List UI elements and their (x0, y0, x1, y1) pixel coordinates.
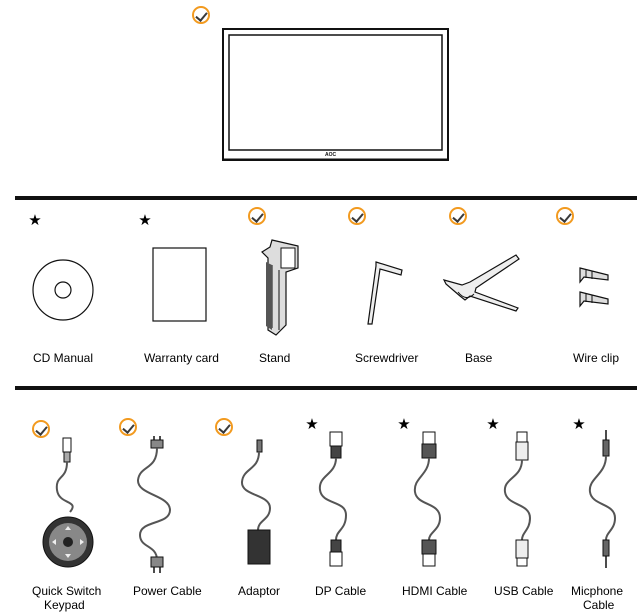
power-cable-icon (136, 436, 172, 573)
power-cable-label: Power Cable (133, 584, 202, 598)
usb-cable-icon (503, 431, 532, 567)
adaptor-check-icon (215, 418, 233, 436)
micphone-cable-star-icon: ★ (572, 416, 586, 433)
section-divider-1 (15, 196, 637, 200)
usb-cable-star-icon: ★ (486, 416, 500, 433)
dp-cable-star-icon: ★ (305, 416, 319, 433)
quick-switch-keypad-icon (42, 437, 94, 568)
base-icon (442, 254, 520, 312)
micphone-cable-icon (588, 430, 617, 568)
monitor-logo: AOC (325, 152, 337, 158)
warranty-card-star-icon: ★ (138, 212, 152, 229)
cd-manual-star-icon: ★ (28, 212, 42, 229)
hdmi-cable-label: HDMI Cable (402, 584, 468, 598)
stand-label: Stand (259, 351, 291, 365)
quick-switch-keypad-label-2: Keypad (44, 598, 85, 612)
cd-manual-label: CD Manual (33, 351, 94, 365)
wire-clip-label: Wire clip (573, 351, 620, 365)
quick-switch-keypad-check-icon (32, 420, 50, 438)
wire-clip-check-icon (556, 207, 574, 225)
quick-switch-keypad-label: Quick Switch (32, 584, 102, 598)
stand-check-icon (248, 207, 266, 225)
base-check-icon (449, 207, 467, 225)
usb-cable-label: USB Cable (494, 584, 554, 598)
monitor-included-check-icon (192, 6, 210, 24)
dp-cable-label: DP Cable (315, 584, 367, 598)
hdmi-cable-star-icon: ★ (397, 416, 411, 433)
monitor-illustration (222, 28, 449, 161)
warranty-card-label: Warranty card (144, 351, 219, 365)
dp-cable-icon (318, 431, 348, 567)
section-divider-2 (15, 386, 637, 390)
hdmi-cable-icon (413, 431, 442, 567)
screwdriver-check-icon (348, 207, 366, 225)
adaptor-icon (240, 439, 272, 565)
micphone-cable-label: Micphone (571, 584, 624, 598)
stand-icon (261, 239, 299, 336)
screwdriver-label: Screwdriver (355, 351, 419, 365)
micphone-cable-label-2: Cable (583, 598, 615, 612)
power-cable-check-icon (119, 418, 137, 436)
adaptor-label: Adaptor (238, 584, 281, 598)
screwdriver-icon (367, 261, 403, 325)
base-label: Base (465, 351, 493, 365)
wire-clip-icon (579, 267, 609, 308)
cd-icon (32, 259, 94, 321)
warranty-card-icon (152, 247, 207, 322)
